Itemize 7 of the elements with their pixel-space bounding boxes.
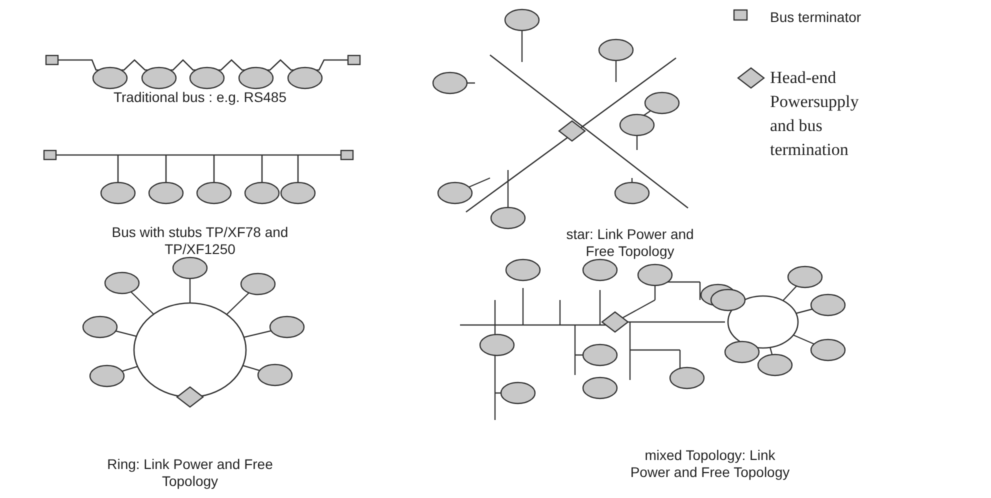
topology-caption: Bus with stubs TP/XF78 and TP/XF1250 [110, 224, 290, 258]
topology-caption: Ring: Link Power and Free Topology [106, 456, 274, 490]
topology-caption: star: Link Power and Free Topology [565, 226, 695, 260]
topology-caption: Traditional bus : e.g. RS485 [112, 89, 288, 106]
topology-caption: mixed Topology: Link Power and Free Topology [630, 447, 790, 481]
legend-text: Head-end Powersupply and bus termination [770, 67, 860, 161]
legend-text: Bus terminator [770, 9, 862, 25]
